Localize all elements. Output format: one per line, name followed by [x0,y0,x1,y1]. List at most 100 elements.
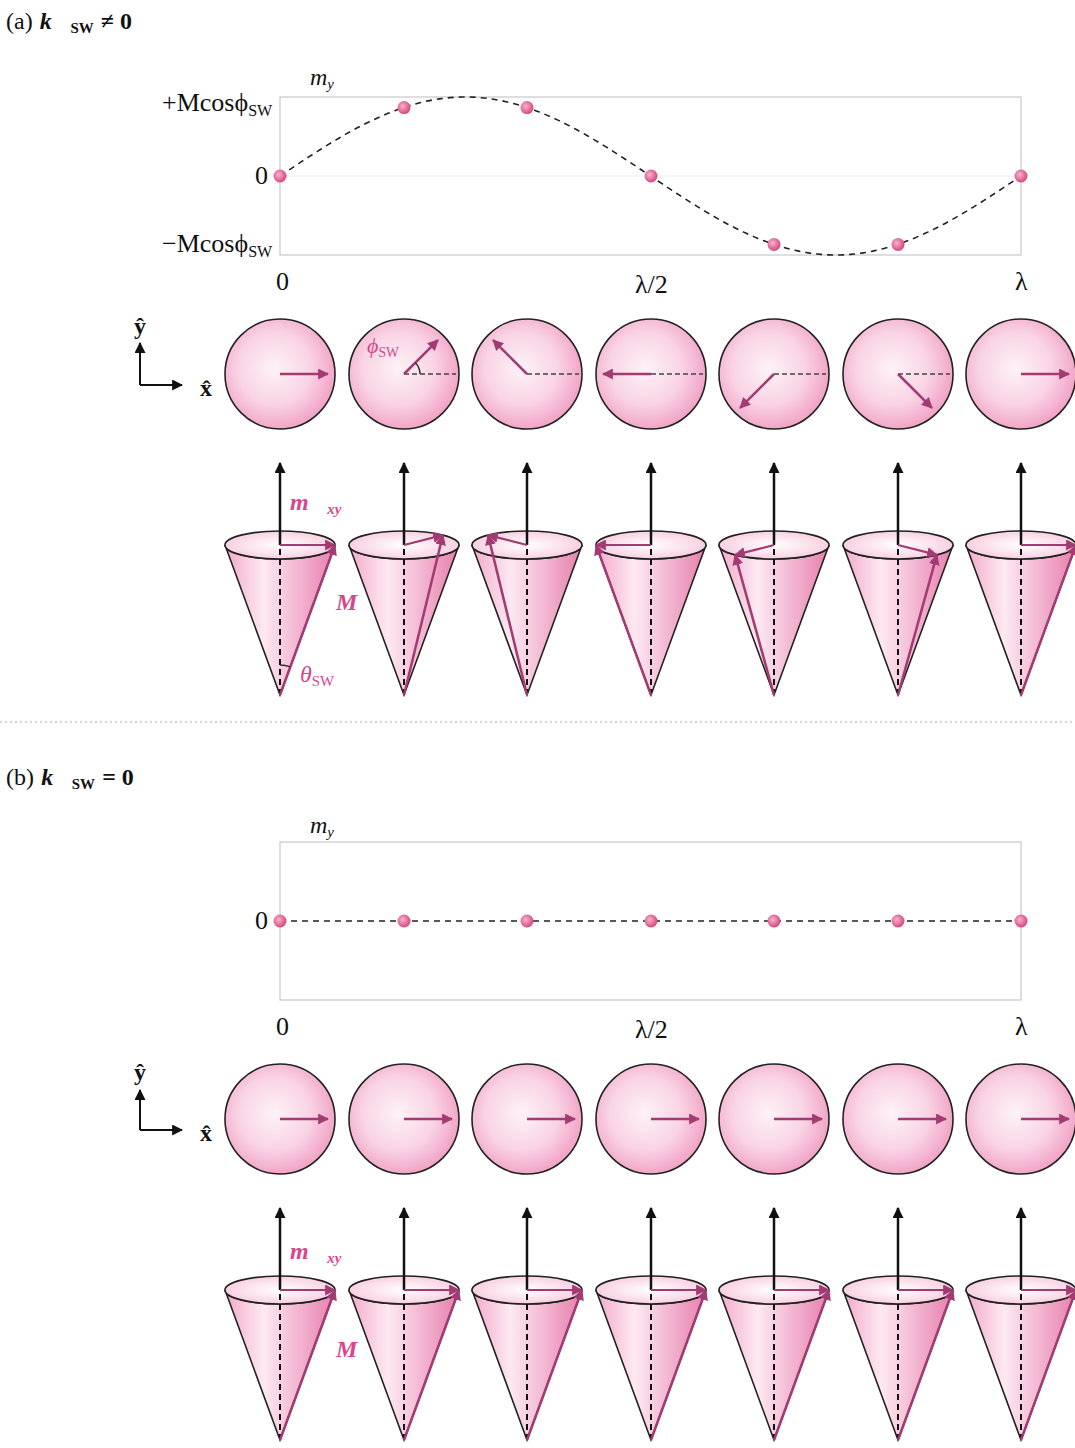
magnetization-arrow [651,1118,699,1121]
mxy-arrow [596,544,651,546]
precession-cone [966,545,1075,695]
magnetization-arrow [1021,1290,1075,1440]
magnetization-arrow [898,555,937,695]
mxy-arrow [280,1289,335,1291]
precession-disc [719,1064,829,1174]
field-axis-arrow [526,463,529,545]
mxy-arrow [898,545,937,555]
cone-axis [526,545,528,695]
cone-axis [1020,545,1022,695]
mxy-arrow [898,1289,953,1291]
tick-label: λ/2 [635,1016,668,1045]
precession-disc [966,1064,1075,1174]
precession-cone [349,1290,459,1440]
math-text: λ [1015,267,1028,296]
cone-axis [650,1290,652,1440]
tick-label: 0 [276,268,289,297]
mxy-arrow [280,544,335,546]
tick-label: 0 [255,907,268,936]
magnetization-arrow [280,1290,335,1440]
magnetization-arrow [774,1118,822,1121]
math-text: m⃗ [290,1238,327,1264]
math-text: (b) [6,764,34,790]
magnetization-arrow [404,535,443,695]
field-axis-arrow [650,1208,653,1290]
precession-disc [843,319,953,429]
angle-arc [415,363,420,374]
magnetization-arrow [1021,545,1075,695]
cone-axis [773,545,775,695]
axis-symbol: ŷ [134,1059,146,1085]
subscript: y [327,824,334,840]
subscript: SW [71,20,94,36]
math-text: M⃗ [336,1336,376,1362]
math-text: x̂ [200,375,212,401]
subscript: SW [248,102,272,119]
cone-axis [403,1290,405,1440]
precession-disc [966,319,1075,429]
field-axis-arrow [773,463,776,545]
math-text: 0 [255,906,268,935]
field-axis-arrow [526,1208,529,1290]
math-text: k⃗ [40,8,71,34]
precession-cone [225,545,335,695]
cone-axis [897,545,899,695]
magnetization-arrow [404,1290,459,1440]
precession-cone [596,1290,706,1440]
math-text: λ/2 [635,270,668,299]
wave-curve [280,97,1021,255]
subscript: xy [327,501,341,517]
precession-disc [843,1064,953,1174]
mxy-arrow [1021,544,1075,546]
panel-heading: (a)k⃗SW≠ 0 [6,8,132,37]
magnetization-arrow [527,1118,575,1121]
math-text: 0 [276,1012,289,1041]
magnetization-arrow [735,555,774,695]
magnetization-arrow [898,374,932,408]
cone-axis [279,545,281,695]
math-text: m [310,812,327,838]
mxy-arrow [735,545,774,555]
data-point [768,915,781,928]
mxy-arrow [774,1289,829,1291]
math-text: (a) [6,8,33,34]
cone-axis [650,545,652,695]
math-text: m [310,64,327,90]
tick-label: λ [1015,268,1028,297]
magnetization-arrow [280,545,335,695]
magnetization-arrow [1021,1118,1069,1121]
data-point [645,170,658,183]
subscript: SW [378,345,398,360]
reference-line [404,373,456,375]
axis-arrow [139,343,141,385]
precession-cone [719,545,829,695]
cone-axis [526,1290,528,1440]
precession-cone [596,545,706,695]
mxy-arrow [404,535,443,545]
subscript: SW [72,776,95,792]
tick-label: 0 [276,1013,289,1042]
math-text: 0 [276,267,289,296]
magnetization-arrow [493,340,527,374]
magnetization-arrow [603,373,651,376]
axis-symbol: x̂ [200,375,212,401]
data-point [892,915,905,928]
data-point [1015,915,1028,928]
reference-line [527,373,579,375]
math-text: 0 [255,161,268,190]
precession-cone [225,1290,335,1440]
axis-arrow [139,1090,141,1130]
subscript: xy [327,1250,341,1266]
field-axis-arrow [403,1208,406,1290]
cone-axis [773,1290,775,1440]
precession-cone [472,1290,582,1440]
tick-label: λ/2 [635,271,668,300]
magnetization-arrow [774,1290,829,1440]
precession-cone [719,1290,829,1440]
magnetization-arrow [1021,373,1069,376]
math-text: λ/2 [635,1015,668,1044]
vector-label: m⃗xy [290,1238,341,1267]
magnetization-arrow [280,373,328,376]
math-text: = 0 [102,764,134,790]
